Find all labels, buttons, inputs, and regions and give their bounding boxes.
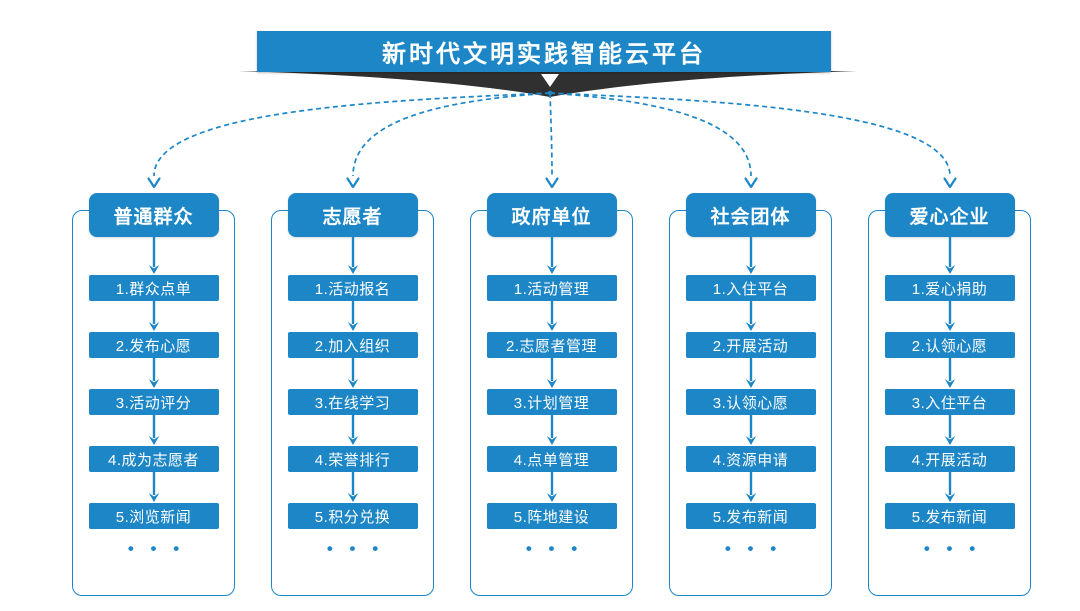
flow-step: 4.荣誉排行 [287, 446, 418, 472]
flow-step: 4.点单管理 [486, 446, 617, 472]
platform-title-banner: 新时代文明实践智能云平台 [257, 31, 831, 72]
down-arrow-icon [944, 472, 955, 502]
fan-connector-arrows [147, 90, 957, 189]
flow-step: 1.活动管理 [486, 275, 617, 301]
connector-to-caring-enterprises [549, 92, 951, 177]
column-caring-enterprises: 爱心企业 1.爱心捐助 2.认领心愿 3.入住平台 4.开展活动 [868, 193, 1031, 596]
flow-step: 2.认领心愿 [884, 332, 1015, 358]
down-arrow-icon [347, 358, 358, 388]
column-volunteers: 志愿者 1.活动报名 2.加入组织 3.在线学习 4.荣誉排行 [271, 193, 434, 596]
page-title: 新时代文明实践智能云平台 [382, 41, 706, 68]
ellipsis-more: • • • [724, 539, 783, 558]
flow-step: 2.开展活动 [685, 332, 816, 358]
flow-step: 2.加入组织 [287, 332, 418, 358]
down-arrow-icon [148, 237, 159, 274]
flow-step: 5.发布新闻 [685, 503, 816, 529]
flow-step: 1.入住平台 [685, 275, 816, 301]
down-arrow-icon [347, 472, 358, 502]
flow-step: 1.活动报名 [287, 275, 418, 301]
flow-step: 5.积分兑换 [287, 503, 418, 529]
hub-dot [547, 90, 553, 96]
flow-step: 3.认领心愿 [685, 389, 816, 415]
ellipsis-more: • • • [326, 539, 385, 558]
flow-step: 4.开展活动 [884, 446, 1015, 472]
down-arrow-icon [745, 415, 756, 445]
flow-step: 4.资源申请 [685, 446, 816, 472]
connector-to-government-units [549, 92, 553, 177]
flow-step: 5.浏览新闻 [88, 503, 219, 529]
column-header: 爱心企业 [884, 193, 1015, 237]
down-arrow-icon [745, 301, 756, 331]
flow-step: 1.爱心捐助 [884, 275, 1015, 301]
column-header: 社会团体 [685, 193, 816, 237]
column-general-public: 普通群众 1.群众点单 2.发布心愿 3.活动评分 4.成为志愿者 [72, 193, 235, 596]
arrowhead-icon [147, 177, 161, 189]
down-arrow-icon [745, 472, 756, 502]
down-arrow-icon [745, 358, 756, 388]
down-arrow-icon [347, 301, 358, 331]
down-arrow-icon [148, 358, 159, 388]
flow-step: 4.成为志愿者 [88, 446, 219, 472]
column-social-groups: 社会团体 1.入住平台 2.开展活动 3.认领心愿 4.资源申请 [669, 193, 832, 596]
down-arrow-icon [148, 472, 159, 502]
flow-step: 3.入住平台 [884, 389, 1015, 415]
down-arrow-icon [745, 237, 756, 274]
flow-step: 3.活动评分 [88, 389, 219, 415]
down-arrow-icon [546, 358, 557, 388]
flow-step: 2.志愿者管理 [486, 332, 617, 358]
down-arrow-icon [944, 301, 955, 331]
connector-to-general-public [153, 92, 551, 177]
down-arrow-icon [546, 237, 557, 274]
down-arrow-icon [944, 237, 955, 274]
flow-step: 3.在线学习 [287, 389, 418, 415]
column-government-units: 政府单位 1.活动管理 2.志愿者管理 3.计划管理 4.点单管理 [470, 193, 633, 596]
down-arrow-icon [546, 301, 557, 331]
ellipsis-more: • • • [525, 539, 584, 558]
connector-to-volunteers [352, 92, 551, 177]
flow-step: 3.计划管理 [486, 389, 617, 415]
flow-step: 5.发布新闻 [884, 503, 1015, 529]
flow-step: 1.群众点单 [88, 275, 219, 301]
down-arrow-icon [347, 237, 358, 274]
banner-ribbon-shape [238, 71, 858, 97]
flow-step: 5.阵地建设 [486, 503, 617, 529]
down-arrow-icon [148, 301, 159, 331]
down-arrow-icon [944, 415, 955, 445]
down-arrow-icon [944, 358, 955, 388]
arrowhead-icon [744, 177, 758, 189]
down-arrow-icon [148, 415, 159, 445]
arrowhead-icon [545, 177, 559, 189]
ellipsis-more: • • • [127, 539, 186, 558]
down-arrow-icon [347, 415, 358, 445]
column-header: 普通群众 [88, 193, 219, 237]
ellipsis-more: • • • [923, 539, 982, 558]
down-arrow-icon [541, 74, 559, 87]
column-header: 政府单位 [486, 193, 617, 237]
arrowhead-icon [346, 177, 360, 189]
flow-step: 2.发布心愿 [88, 332, 219, 358]
connector-to-social-groups [549, 92, 752, 177]
column-header: 志愿者 [287, 193, 418, 237]
down-arrow-icon [546, 415, 557, 445]
down-arrow-icon [546, 472, 557, 502]
arrowhead-icon [943, 177, 957, 189]
